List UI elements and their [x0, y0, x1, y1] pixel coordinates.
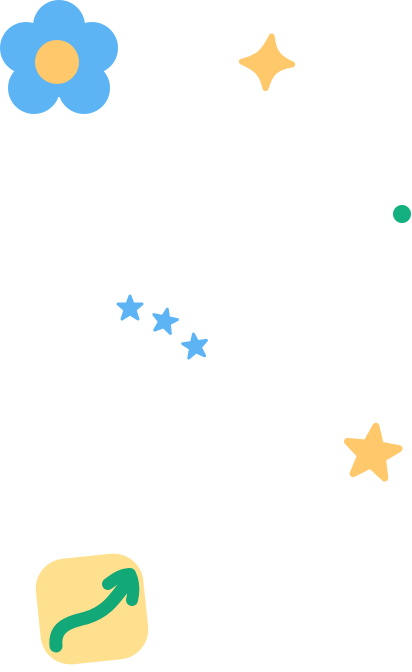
small-star-icon [181, 332, 208, 360]
trend-arrow-tile [35, 553, 149, 665]
small-star-icon [152, 307, 179, 335]
trend-arrow-icon [49, 568, 140, 653]
flower-icon [0, 0, 118, 114]
sparkle-icon [238, 33, 296, 92]
flower-center [35, 40, 79, 84]
small-star-icon [116, 294, 144, 321]
small-stars-group [116, 294, 208, 360]
dot-icon [393, 205, 411, 223]
star-icon [344, 422, 403, 482]
